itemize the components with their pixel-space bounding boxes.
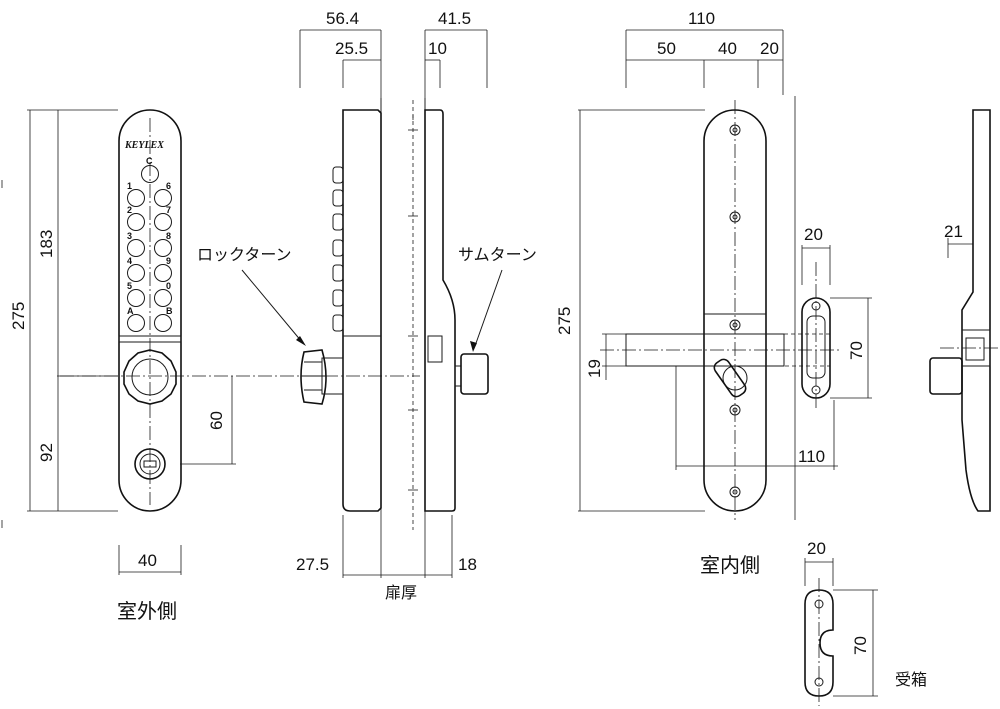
outdoor-plate	[118, 109, 182, 512]
dim-25-5: 25.5	[335, 39, 368, 58]
dim-40-bottom: 40	[138, 551, 157, 570]
dim-56-4: 56.4	[326, 9, 359, 28]
key-label-8: 8	[166, 231, 171, 241]
key-label-9: 9	[166, 256, 171, 266]
dim-41-5: 41.5	[438, 9, 471, 28]
back-view-indoor: 110 50 40 20 275	[555, 9, 872, 577]
front-view-outdoor: 275 183 92 KEYLEX C 1 2 3 4 5 A 6 7 8 9	[9, 109, 420, 623]
keypad: C 1 2 3 4 5 A 6 7 8 9 0 B	[127, 156, 173, 332]
dim-21: 21	[944, 222, 963, 241]
keypad-buttons-side	[332, 166, 344, 332]
thumb-turn-side-icon	[454, 353, 489, 395]
dim-20-box: 20	[807, 539, 826, 558]
key-label-5: 5	[127, 281, 132, 291]
strike-box-view: 20 70 受箱	[804, 539, 927, 706]
indoor-body-side-right	[961, 109, 991, 512]
side-view: 56.4 25.5 41.5 10	[197, 9, 537, 602]
outdoor-body-side	[342, 109, 382, 512]
label-thumb-turn: サムターン	[458, 245, 537, 264]
dim-60: 60	[207, 411, 226, 430]
key-label-0: 0	[166, 281, 171, 291]
dim-50: 50	[657, 39, 676, 58]
dim-275-left: 275	[9, 302, 28, 330]
side-view-right: 21	[929, 109, 1000, 512]
dim-183: 183	[37, 230, 56, 258]
label-lock-turn: ロックターン	[197, 245, 292, 264]
label-door-thickness: 扉厚	[385, 583, 417, 602]
key-label-6: 6	[166, 181, 171, 191]
dim-40-top: 40	[718, 39, 737, 58]
thumb-turn-front-icon	[713, 358, 748, 398]
key-label-2: 2	[127, 205, 132, 215]
dim-18: 18	[458, 555, 477, 574]
key-label-c: C	[146, 156, 153, 166]
dim-70-box: 70	[851, 636, 870, 655]
dim-110-top: 110	[688, 9, 715, 28]
indoor-slot	[427, 335, 443, 363]
indoor-body-side	[424, 109, 456, 512]
lock-turn-knob-side-icon	[300, 349, 344, 405]
dim-20-strike: 20	[804, 225, 823, 244]
strike-plate: 20 70	[801, 225, 872, 410]
thumb-turn-side-right-icon	[929, 357, 963, 395]
key-label-1: 1	[127, 181, 132, 191]
dim-110-bottom: 110	[798, 447, 825, 466]
key-label-7: 7	[166, 205, 171, 215]
label-outdoor-side: 室外側	[117, 599, 177, 623]
dim-92: 92	[37, 443, 56, 462]
dim-19: 19	[585, 359, 604, 378]
label-strike-box: 受箱	[895, 670, 927, 689]
label-indoor-side: 室内側	[700, 553, 760, 577]
key-label-b: B	[166, 306, 173, 316]
key-label-a: A	[127, 306, 134, 316]
key-label-4: 4	[127, 256, 132, 266]
screw-icons	[729, 124, 741, 498]
dim-27-5: 27.5	[296, 555, 329, 574]
dim-70-strike: 70	[847, 341, 866, 360]
key-label-3: 3	[127, 231, 132, 241]
dim-275-right: 275	[555, 307, 574, 335]
dim-20-top: 20	[760, 39, 779, 58]
keylex-logo: KEYLEX	[124, 140, 164, 151]
dim-10: 10	[428, 39, 447, 58]
